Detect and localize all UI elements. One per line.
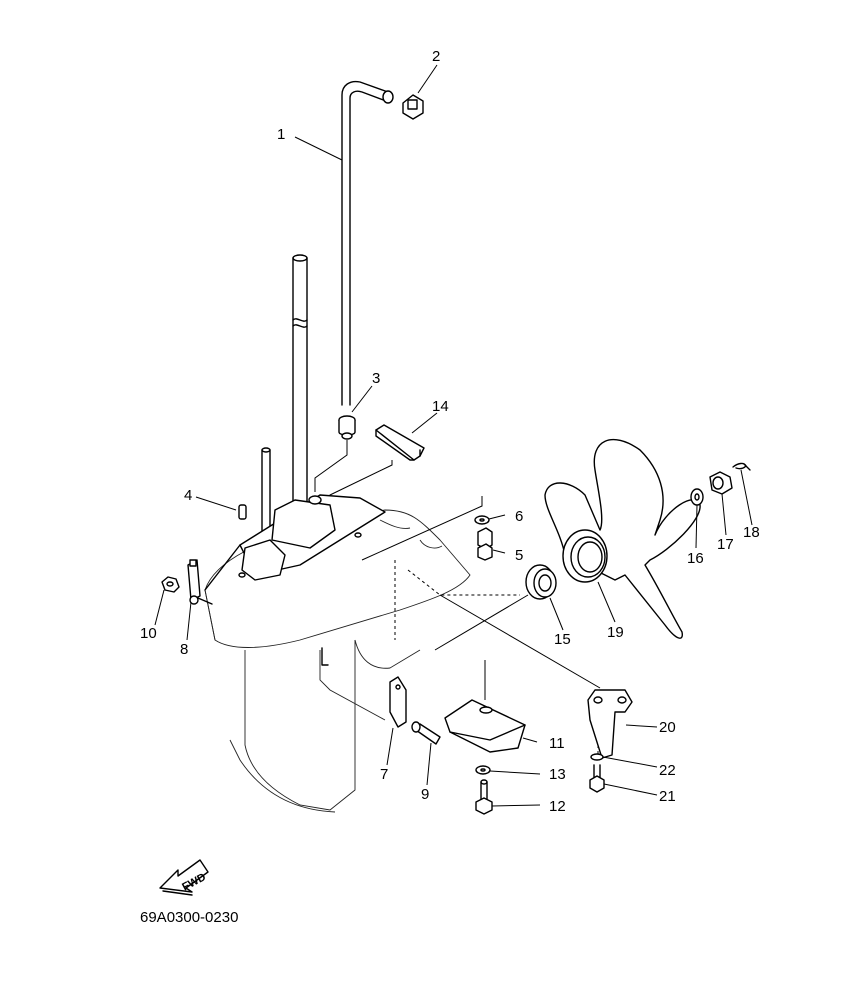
bolt-5 [477, 527, 493, 561]
drawing-code: 69A0300-0230 [140, 909, 238, 926]
propeller-nut [709, 471, 733, 495]
anode-20 [587, 689, 633, 759]
grommet [402, 94, 424, 120]
callout-10: 10 [140, 625, 157, 642]
callout-15: 15 [554, 631, 571, 648]
callout-8: 8 [180, 641, 188, 658]
callout-22: 22 [659, 762, 676, 779]
fwd-arrow: FWD [159, 859, 209, 896]
anode-lower [321, 647, 407, 728]
dowel-pin [238, 504, 247, 520]
propeller [544, 439, 701, 639]
callout-12: 12 [549, 798, 566, 815]
callout-1: 1 [277, 126, 285, 143]
thrust-spacer [525, 564, 557, 600]
drive-shaft [292, 254, 308, 521]
callout-19: 19 [607, 624, 624, 641]
callout-labels: 1 2 3 4 5 6 7 8 9 10 11 12 13 14 15 16 1… [140, 48, 760, 815]
callout-5: 5 [515, 547, 523, 564]
anode-bracket [187, 559, 213, 605]
washer-6 [474, 515, 490, 525]
trim-tab [444, 699, 526, 753]
washer-16 [690, 488, 704, 506]
leader-lines [154, 64, 753, 807]
callout-20: 20 [659, 719, 676, 736]
callout-4: 4 [184, 487, 192, 504]
callout-3: 3 [372, 370, 380, 387]
water-tube [341, 80, 394, 406]
washer-13 [475, 765, 491, 775]
callout-14: 14 [432, 398, 449, 415]
callout-13: 13 [549, 766, 566, 783]
callout-2: 2 [432, 48, 440, 65]
callout-6: 6 [515, 508, 523, 525]
washer-22 [590, 753, 604, 761]
callout-21: 21 [659, 788, 676, 805]
callout-9: 9 [421, 786, 429, 803]
callout-17: 17 [717, 536, 734, 553]
nut-left [161, 576, 180, 593]
tube-seal [338, 415, 356, 440]
screw [411, 721, 441, 745]
callout-16: 16 [687, 550, 704, 567]
callout-7: 7 [380, 766, 388, 783]
rubber-cover [375, 424, 425, 461]
housing-top-plate [204, 494, 386, 591]
callout-11: 11 [549, 735, 565, 752]
callout-18: 18 [743, 524, 760, 541]
bolt-12 [475, 779, 493, 815]
cotter-pin [732, 462, 751, 471]
bolt-21 [589, 764, 605, 793]
